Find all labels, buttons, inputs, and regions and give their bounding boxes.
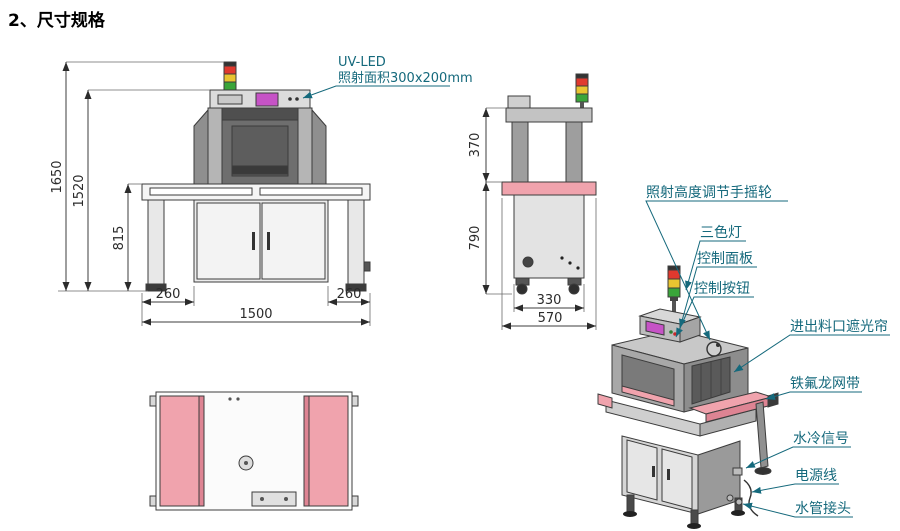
height-adjust-handwheel xyxy=(706,341,722,357)
signal-tower-side-icon xyxy=(575,73,589,108)
water-cooling-connector xyxy=(732,467,743,476)
side-view xyxy=(501,73,597,295)
dim-height-overall: 1650 xyxy=(50,160,65,193)
light-shade-curtain xyxy=(691,356,731,405)
control-panel-front xyxy=(209,89,311,109)
callout-control-panel: 控制面板 xyxy=(697,251,753,267)
uv-led-note-line2: 照射面积300x200mm xyxy=(338,70,473,86)
machine-feet xyxy=(623,494,745,529)
table-top-front xyxy=(141,183,371,201)
side-dimensions: 370 790 330 570 xyxy=(468,107,597,330)
control-button-red xyxy=(673,332,677,336)
teflon-mesh-belt xyxy=(688,391,779,475)
control-button-green xyxy=(669,330,673,334)
callout-tricolor-light: 三色灯 xyxy=(700,224,742,241)
front-view xyxy=(141,61,371,292)
top-view xyxy=(149,391,359,511)
dim-offset-left: 260 xyxy=(156,287,181,302)
cabinet-front xyxy=(145,199,371,292)
isometric-view xyxy=(597,265,779,529)
callout-control-button: 控制按钮 xyxy=(694,281,750,297)
cabinet-iso xyxy=(621,435,741,515)
dim-side-width-body: 330 xyxy=(537,293,562,308)
belt-right-top xyxy=(303,395,349,507)
power-cable xyxy=(743,479,759,517)
dim-offset-right: 260 xyxy=(337,287,362,302)
callout-teflon-belt: 铁氟龙网带 xyxy=(790,376,860,392)
dim-side-height-head: 370 xyxy=(468,133,483,158)
touch-screen xyxy=(255,92,279,107)
callout-light-curtain: 进出料口遮光帘 xyxy=(790,319,888,335)
dim-height-body: 1520 xyxy=(72,174,87,207)
dim-width-overall: 1500 xyxy=(239,307,272,322)
dim-side-height-base: 790 xyxy=(468,226,483,251)
conveyor-belt-side xyxy=(501,181,597,196)
callout-handwheel: 照射高度调节手摇轮 xyxy=(646,184,772,201)
signal-tower-iso-icon xyxy=(667,265,681,313)
water-pipe-fitting xyxy=(726,494,743,506)
page-title: 2、尺寸规格 xyxy=(8,11,105,31)
signal-tower-icon xyxy=(223,61,237,91)
belt-left-top xyxy=(159,395,205,507)
callout-water-cooling-signal: 水冷信号 xyxy=(793,431,849,447)
dim-height-table: 815 xyxy=(112,226,127,251)
touch-screen-iso xyxy=(645,320,665,336)
callout-power-cable: 电源线 xyxy=(795,468,837,484)
callout-labels: 照射高度调节手摇轮 三色灯 控制面板 控制按钮 进出料口遮光帘 铁氟龙网带 水冷… xyxy=(645,184,890,518)
uv-head-front xyxy=(193,107,327,185)
dim-side-width-overall: 570 xyxy=(538,311,563,326)
front-dimensions: 1650 1520 815 260 260 1500 xyxy=(50,61,371,326)
uv-led-note-line1: UV-LED xyxy=(338,55,386,70)
uv-led-annotation: UV-LED 照射面积300x200mm xyxy=(302,55,473,99)
callout-water-fitting: 水管接头 xyxy=(795,500,851,517)
